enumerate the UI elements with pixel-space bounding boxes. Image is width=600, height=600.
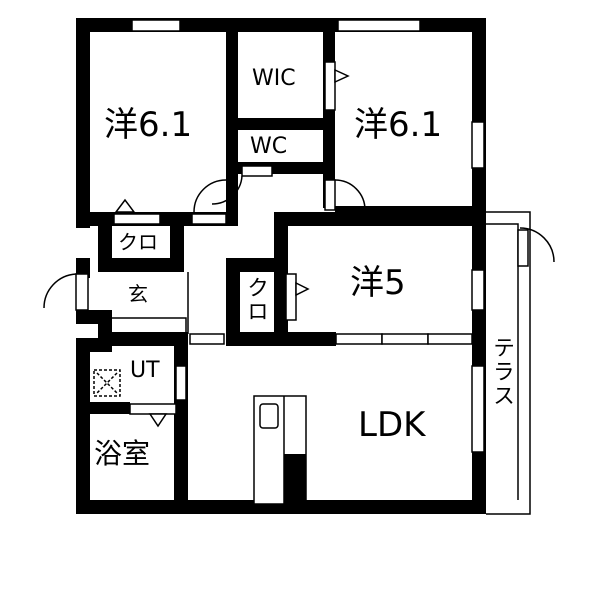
terrace-outline — [486, 211, 531, 515]
door-swings — [43, 68, 555, 428]
windows-and-doors — [75, 19, 485, 453]
room-label-wc: WC — [250, 134, 288, 159]
room-label-bathroom: 浴室 — [94, 437, 151, 470]
room-label-western-2: 洋6.1 — [354, 105, 443, 145]
room-label-ldk: LDK — [358, 405, 426, 445]
washer-space — [93, 369, 121, 397]
room-label-closet-1: クロ — [118, 230, 158, 254]
room-label-western-3: 洋5 — [350, 263, 406, 303]
room-label-western-1: 洋6.1 — [104, 105, 193, 145]
room-label-entrance: 玄 — [128, 282, 148, 306]
room-label-wic: WIC — [252, 66, 296, 91]
room-label-closet-2: クロ — [243, 276, 268, 324]
room-label-utility: UT — [130, 358, 160, 383]
room-label-terrace: テラス — [489, 336, 514, 408]
kitchen — [253, 395, 307, 505]
